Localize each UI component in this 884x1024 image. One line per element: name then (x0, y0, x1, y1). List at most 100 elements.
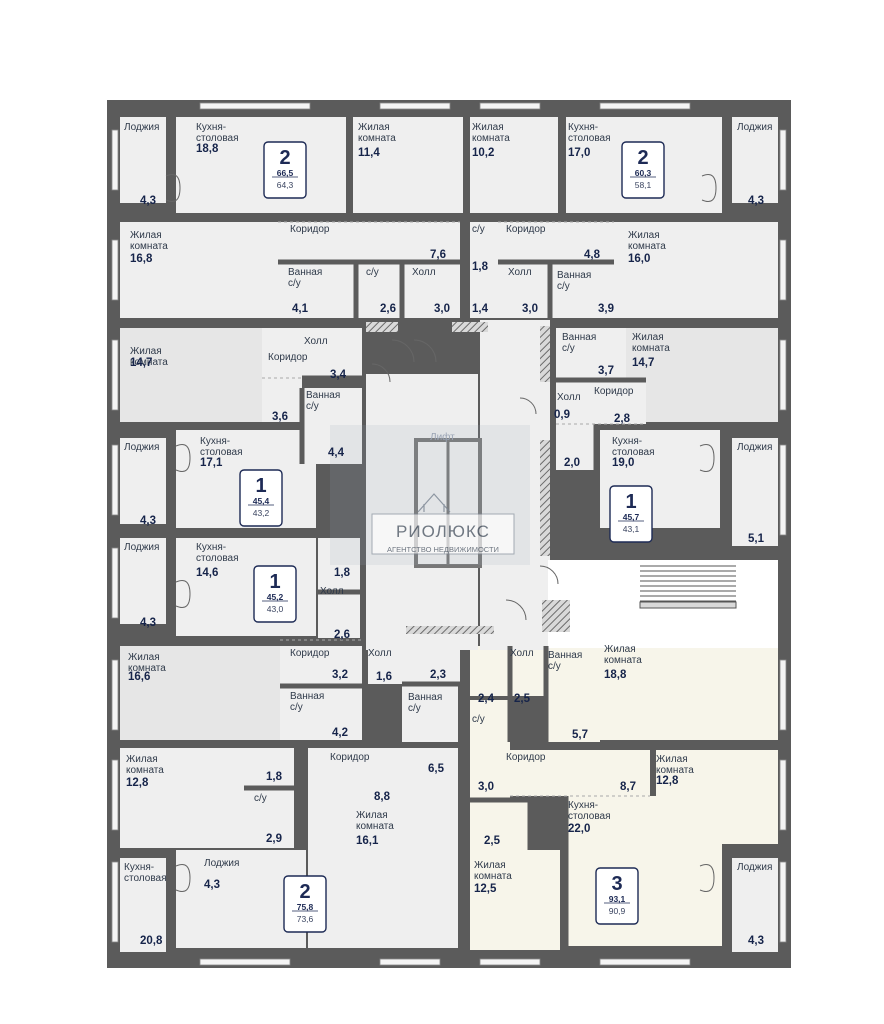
room-area: 1,8 (334, 567, 351, 579)
room-name: комната (604, 655, 642, 666)
room-area: 16,8 (130, 253, 153, 265)
room-name: комната (358, 133, 396, 144)
window (111, 239, 119, 301)
room-name: Ванная (306, 390, 340, 401)
room-area: 14,7 (130, 357, 152, 369)
room-area: 5,1 (748, 533, 765, 545)
room-area: 2,6 (380, 303, 396, 315)
room-floor (353, 117, 463, 213)
room-area: 0,9 (554, 409, 570, 421)
room-area: 1,6 (376, 671, 392, 683)
room-area: 8,7 (620, 781, 636, 793)
room-floor (262, 378, 302, 422)
room-name: Жилая (358, 122, 390, 133)
room-name: Жилая (126, 754, 158, 765)
room-area: 2,6 (334, 629, 350, 641)
apartment-badge (283, 875, 327, 933)
window (779, 339, 787, 411)
room-labels: Лоджия4,3Кухня-столовая18,8Жилаякомната1… (124, 122, 772, 947)
room-floor (732, 858, 778, 952)
apartment-rooms: 1 (255, 475, 266, 497)
room-name: Жилая (656, 754, 688, 765)
room-name: Жилая (632, 332, 664, 343)
room-name: Кухня- (196, 122, 226, 133)
shaft-hatch (540, 326, 550, 382)
room-floor (470, 117, 558, 213)
apartment-rooms: 1 (625, 491, 636, 513)
room-floor (498, 222, 614, 262)
room-name: с/у (290, 702, 303, 713)
watermark-title: РИОЛЮКС (396, 522, 490, 541)
loggia-door (175, 864, 191, 892)
room-name: Кухня- (196, 542, 226, 553)
window (779, 759, 787, 831)
apartment-badge (239, 469, 283, 527)
room-area: 3,4 (330, 369, 347, 381)
window (779, 659, 787, 731)
room-floor (308, 800, 458, 948)
room-area: 14,6 (196, 567, 218, 579)
loggia-door (701, 174, 717, 202)
room-name: с/у (548, 661, 561, 672)
room-name: Жилая (604, 644, 636, 655)
room-area: 3,2 (332, 669, 348, 681)
room-name: Кухня- (612, 436, 642, 447)
room-area: 19,0 (612, 457, 634, 469)
room-floor (278, 222, 460, 262)
room-area: 2,5 (484, 835, 501, 847)
room-floor (510, 750, 650, 796)
door-arc (371, 363, 391, 383)
room-floor (470, 222, 498, 318)
apartment-rooms: 2 (637, 147, 648, 169)
room-area: 16,6 (128, 671, 150, 683)
room-name: с/у (472, 714, 485, 725)
room-name: Кухня- (200, 436, 230, 447)
apartment-area-living: 43,2 (253, 508, 270, 518)
apartment-area-total: 93,1 (609, 894, 626, 904)
window (111, 759, 119, 831)
room-floor (120, 748, 244, 848)
window (779, 861, 787, 943)
room-floor (120, 222, 278, 318)
room-floor (280, 686, 362, 740)
apartment-area-living: 43,1 (623, 524, 640, 534)
apartment-area-total: 75,8 (297, 902, 314, 912)
room-name: Лоджия (737, 442, 772, 453)
apartment-area-total: 45,4 (253, 496, 270, 506)
room-name: Кухня- (568, 122, 598, 133)
watermark-subtitle: АГЕНТСТВО НЕДВИЖИМОСТИ (387, 545, 499, 554)
room-floor (368, 646, 402, 684)
room-name: столовая (124, 873, 167, 884)
room-name: комната (656, 765, 694, 776)
room-area: 16,0 (628, 253, 650, 265)
watermark-frame (371, 513, 515, 555)
room-name: Коридор (268, 352, 308, 363)
room-name: Лоджия (124, 442, 159, 453)
room-floor (402, 262, 460, 318)
room-name: Кухня- (568, 800, 598, 811)
door-arc (391, 339, 415, 363)
house-icon (417, 493, 451, 513)
window (599, 958, 691, 966)
room-name: Холл (510, 648, 534, 659)
room-name: Жилая (472, 122, 504, 133)
room-floor (600, 646, 778, 740)
room-area: 3,0 (522, 303, 538, 315)
room-floor (120, 646, 280, 740)
apartment-area-total: 66,5 (277, 168, 294, 178)
room-area: 3,9 (598, 303, 614, 315)
window (111, 547, 119, 619)
room-name: столовая (196, 133, 239, 144)
room-name: с/у (408, 703, 421, 714)
walls (244, 213, 650, 946)
room-floor (556, 424, 596, 470)
room-floor (356, 262, 402, 318)
apartment-area-total: 60,3 (635, 168, 652, 178)
room-floor (550, 262, 614, 318)
room-name: комната (356, 821, 394, 832)
room-name: с/у (557, 281, 570, 292)
room-name: Коридор (506, 752, 546, 763)
room-floor (318, 592, 360, 638)
room-area: 7,6 (430, 249, 446, 261)
room-name: Ванная (562, 332, 596, 343)
